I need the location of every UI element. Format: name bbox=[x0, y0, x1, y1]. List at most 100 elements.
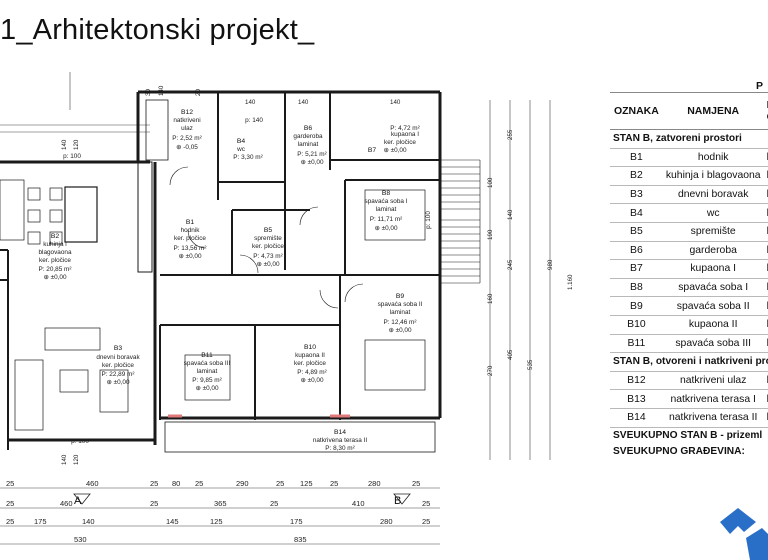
table-cell-floor: ke bbox=[763, 185, 768, 205]
room-b12-name2: ulaz bbox=[181, 125, 193, 132]
room-b8-level: ⊕ ±0,00 bbox=[374, 225, 398, 232]
dim-b1-7: 125 bbox=[300, 479, 313, 488]
dim-b4-0: 530 bbox=[74, 535, 87, 544]
table-cell-code: B12 bbox=[610, 371, 663, 391]
room-b4-name: wc bbox=[236, 146, 246, 153]
room-b5-floor: ker. pločice bbox=[252, 243, 284, 250]
col-floor: FO bbox=[763, 92, 768, 130]
room-b11-floor: laminat bbox=[197, 368, 218, 375]
table-cell-name: dnevni boravak bbox=[662, 185, 764, 205]
dim-b2-5: 410 bbox=[352, 499, 365, 508]
dim-top-3: 140 bbox=[245, 99, 256, 106]
dim-b3-5: 175 bbox=[290, 517, 303, 526]
table-cell-floor: l bbox=[763, 334, 768, 354]
table-cell-name: garderoba bbox=[662, 241, 764, 261]
bottom-dimension-lines bbox=[0, 487, 440, 545]
room-b6-name: garderoba bbox=[293, 133, 323, 140]
col-floor-o: O bbox=[767, 111, 768, 123]
dim-left-3: 120 bbox=[73, 454, 80, 465]
dim-left-2: 140 bbox=[61, 454, 68, 465]
room-b2-area: P: 20,85 m² bbox=[38, 266, 71, 273]
table-cell-name: natkrivena terasa I bbox=[662, 389, 764, 409]
room-b10-code: B10 bbox=[304, 344, 316, 351]
room-b7-code: B7 bbox=[368, 147, 377, 154]
floor-plan: 30 140 20 140 140 140 bbox=[0, 72, 574, 545]
room-b9-name: spavaća soba II bbox=[378, 301, 423, 308]
room-b9-level: ⊕ ±0,00 bbox=[388, 327, 412, 334]
room-b5-code: B5 bbox=[264, 227, 273, 234]
table-cell-name: spavaća soba III bbox=[662, 334, 764, 354]
table-cell-code: B13 bbox=[610, 389, 663, 409]
room-b11-area: P: 9,85 m² bbox=[192, 377, 221, 384]
dim-top-8: 140 bbox=[390, 99, 401, 106]
dim-b1-9: 280 bbox=[368, 479, 381, 488]
room-b14-area: P: 8,30 m² bbox=[325, 445, 354, 452]
dim-b1-5: 290 bbox=[236, 479, 249, 488]
room-b6-floor: laminat bbox=[298, 141, 319, 148]
room-b5-area: P: 4,73 m² bbox=[253, 253, 282, 260]
col-floor-f: F bbox=[767, 99, 768, 111]
room-b6-area: P: 5,21 m² bbox=[297, 151, 326, 158]
table-total-label: SVEUKUPNO GRAĐEVINA: bbox=[613, 446, 745, 457]
room-b3-code: B3 bbox=[114, 345, 123, 352]
table-header-top: P bbox=[756, 80, 764, 92]
dim-b3-1: 175 bbox=[34, 517, 47, 526]
dim-b3-3: 145 bbox=[166, 517, 179, 526]
table-cell-code: B1 bbox=[610, 148, 663, 168]
table-cell-code: B9 bbox=[610, 296, 663, 316]
dim-b2-1: 460 bbox=[60, 499, 73, 508]
table-section-title: STAN B, otvoreni i natkriveni pros bbox=[610, 352, 768, 372]
table-cell-floor: ke bbox=[763, 389, 768, 409]
dim-right-inner-5: 190 bbox=[487, 229, 494, 240]
walls bbox=[0, 90, 481, 453]
table-cell-floor: ke bbox=[763, 259, 768, 279]
dim-right-outer-1: 1.160 bbox=[567, 274, 574, 290]
dim-b2-3: 365 bbox=[214, 499, 227, 508]
room-b2-level: ⊕ ±0,00 bbox=[43, 274, 67, 281]
room-b1-level: ⊕ ±0,00 bbox=[178, 253, 202, 260]
table-cell-name: kupaona I bbox=[662, 259, 764, 279]
table-total-label: SVEUKUPNO STAN B - prizeml bbox=[613, 430, 763, 441]
dim-b3-7: 25 bbox=[422, 517, 430, 526]
room-b2-floor: ker. pločice bbox=[39, 257, 71, 264]
table-cell-floor: ke bbox=[763, 148, 768, 168]
dim-b3-0: 25 bbox=[6, 517, 14, 526]
table-cell-name: hodnik bbox=[662, 148, 764, 168]
table-cell-code: B3 bbox=[610, 185, 663, 205]
dim-right-inner-3: 100 bbox=[487, 177, 494, 188]
dim-right-mid-0: 255 bbox=[507, 129, 514, 140]
table-cell-floor: l bbox=[763, 241, 768, 261]
dim-right-outer-0: 980 bbox=[547, 259, 554, 270]
dim-b2-6: 25 bbox=[422, 499, 430, 508]
dim-b1-1: 460 bbox=[86, 479, 99, 488]
table-cell-name: natkriveni ulaz bbox=[662, 371, 764, 391]
room-b3-floor: ker. pločice bbox=[102, 362, 134, 369]
table-cell-code: B2 bbox=[610, 166, 663, 186]
table-section-title: STAN B, zatvoreni prostori bbox=[610, 129, 768, 149]
room-b7-area: P: 4,72 m² bbox=[390, 125, 419, 132]
parapet-1: p: 100 bbox=[71, 438, 89, 445]
page-title: 1_Arhitektonski projekt_ bbox=[0, 14, 315, 46]
room-b12-level: ⊕ -0,05 bbox=[176, 144, 198, 151]
dim-right-inner-7: 160 bbox=[487, 293, 494, 304]
room-b7-floor: ker. pločice bbox=[384, 139, 416, 146]
table-cell-floor: ke bbox=[763, 371, 768, 391]
dim-b2-0: 25 bbox=[6, 499, 14, 508]
room-b10-area: P: 4,89 m² bbox=[297, 369, 326, 376]
room-b1-name: hodnik bbox=[181, 227, 201, 234]
room-b8-code: B8 bbox=[382, 190, 391, 197]
room-b8-floor: laminat bbox=[376, 206, 397, 213]
table-cell-code: B6 bbox=[610, 241, 663, 261]
dim-b1-10: 25 bbox=[412, 479, 420, 488]
table-cell-name: wc bbox=[662, 203, 764, 223]
parapet-2: p: 100 bbox=[63, 153, 81, 160]
room-b10-name: kupaona II bbox=[295, 352, 325, 359]
dim-right-mid-4: 535 bbox=[527, 359, 534, 370]
table-cell-floor: ke bbox=[763, 315, 768, 335]
col-oznaka: OZNAKA bbox=[610, 92, 663, 130]
table-cell-name: spremište bbox=[662, 222, 764, 242]
room-b10-level: ⊕ ±0,00 bbox=[300, 377, 324, 384]
